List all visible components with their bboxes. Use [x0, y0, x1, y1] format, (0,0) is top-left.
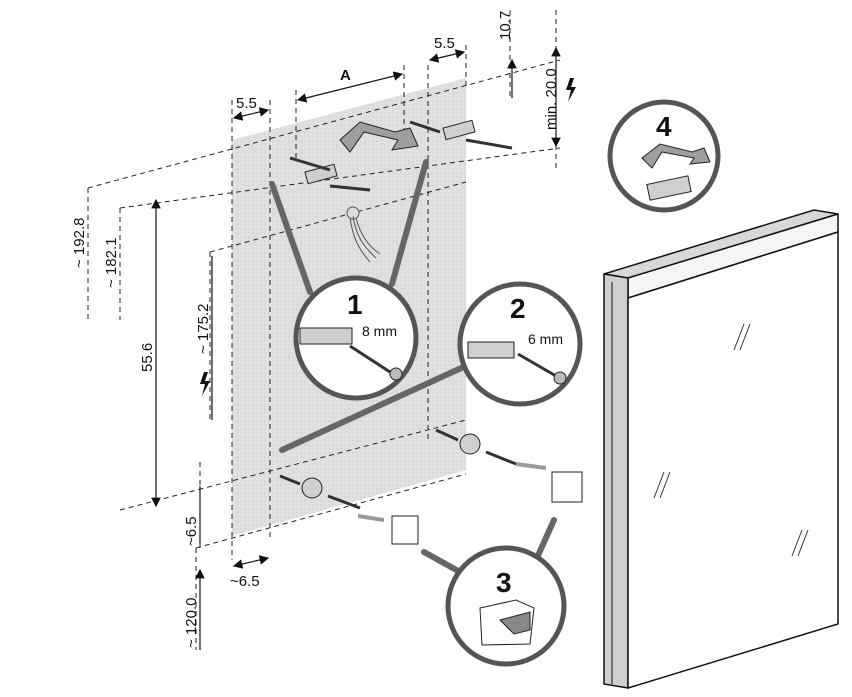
- step-2-detail: [457, 281, 583, 407]
- top-left-bracket: [289, 156, 371, 192]
- slide-arrow-icon: [339, 121, 419, 153]
- dim-spacing-a: A: [340, 67, 351, 84]
- step-1-drill-size: 8 mm: [362, 323, 397, 339]
- dim-offset-right-top: 5.5: [434, 35, 455, 52]
- dim-height-182: ~ 182.1: [103, 238, 120, 288]
- cable-icon: [346, 206, 381, 263]
- callout-lines: [269, 159, 557, 575]
- step-3-detail: [445, 545, 567, 667]
- lightning-icon: [566, 78, 576, 102]
- dim-height-192: ~ 192.8: [71, 218, 88, 268]
- step-3-number: 3: [496, 567, 512, 598]
- dimension-lines: [151, 46, 561, 650]
- mirror-panel: [603, 209, 839, 690]
- dim-top-gap: 10.7: [497, 11, 514, 40]
- step-4-detail: [607, 99, 721, 213]
- bottom-left-fixture: [279, 474, 419, 545]
- lightning-icon: [200, 372, 210, 396]
- dim-mirror-height: 55.6: [139, 343, 156, 372]
- dim-bottom-offset-v: ~6.5: [183, 516, 200, 546]
- step-2-number: 2: [510, 293, 526, 324]
- step-1-number: 1: [347, 289, 363, 320]
- step-1-detail: [293, 275, 419, 401]
- dim-floor-height: ~ 120.0: [183, 598, 200, 648]
- dim-height-175: ~ 175.2: [195, 304, 212, 354]
- step-2-drill-size: 6 mm: [528, 331, 563, 347]
- dim-bottom-offset-h: ~6.5: [230, 573, 260, 590]
- step-4-number: 4: [656, 111, 672, 142]
- dim-offset-left-top: 5.5: [236, 95, 257, 112]
- top-right-bracket: [409, 119, 513, 150]
- bottom-right-fixture: [435, 428, 583, 503]
- dim-min-gap: min. 20.0: [543, 68, 560, 130]
